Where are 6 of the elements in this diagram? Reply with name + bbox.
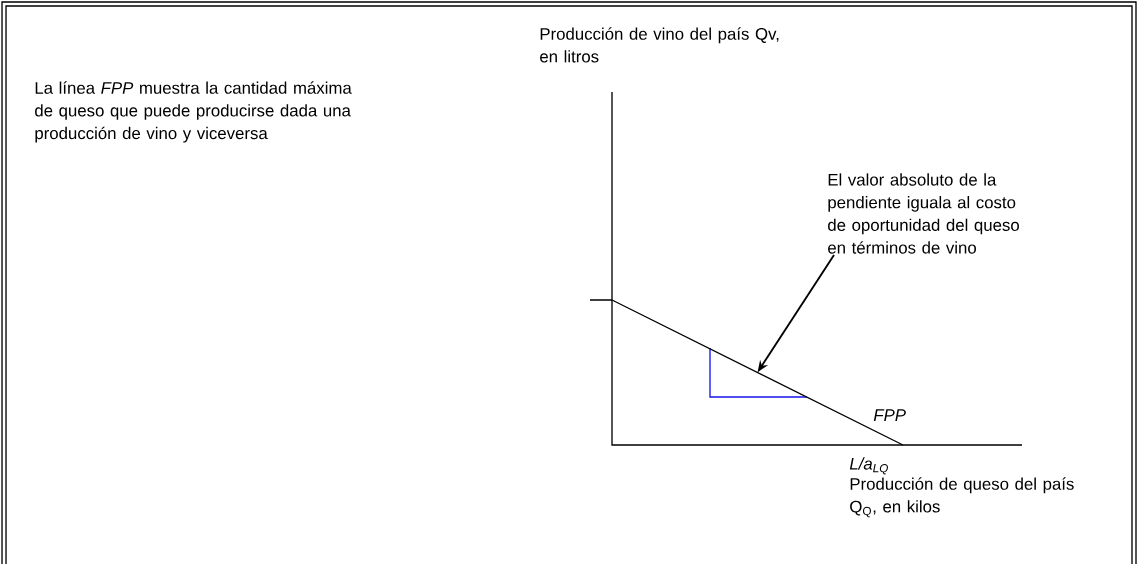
curve-label: FPP: [873, 409, 906, 421]
callout-text: El valor absoluto de la pendiente iguala al costo de oportunidad del queso en términos de vino: [828, 173, 1019, 254]
production-frontier-line: [611, 299, 904, 446]
axis-label: Producción de queso del país Q$_{Q}$, en kilos: [850, 477, 1074, 518]
axis-label: Producción de vino del país Qv, en litros: [540, 27, 779, 63]
note-text: La línea FPP muestra la cantidad máxima de queso que puede producirse dada una producción de vino y viceversa: [35, 81, 352, 143]
